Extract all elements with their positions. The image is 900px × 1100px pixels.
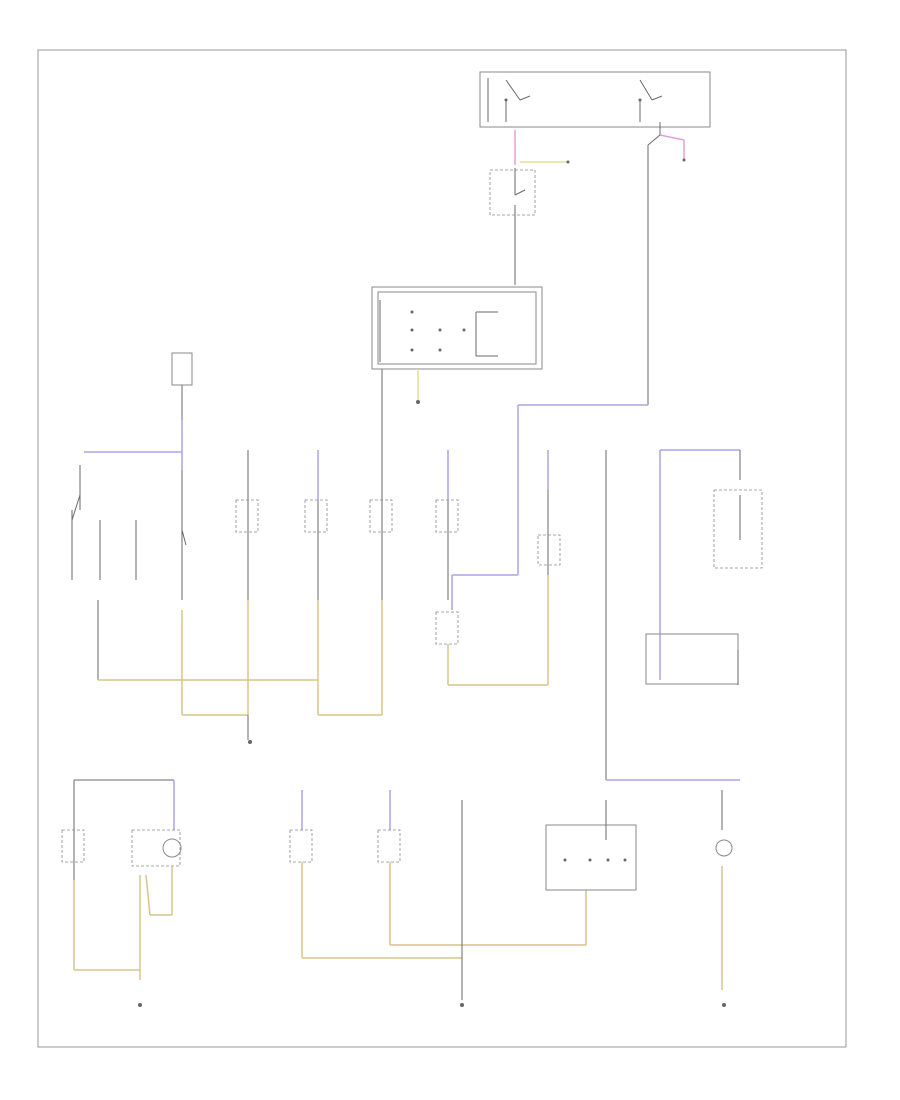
control-module xyxy=(371,286,543,470)
bottom-row xyxy=(61,779,733,1007)
top-switch-area xyxy=(479,71,711,405)
switch-row xyxy=(71,449,763,780)
diagram-border xyxy=(37,49,847,1048)
relay-box xyxy=(489,169,536,216)
lamp-cluster-box xyxy=(545,824,637,891)
small-relay xyxy=(171,352,193,386)
ignition-switch-box xyxy=(479,71,711,128)
